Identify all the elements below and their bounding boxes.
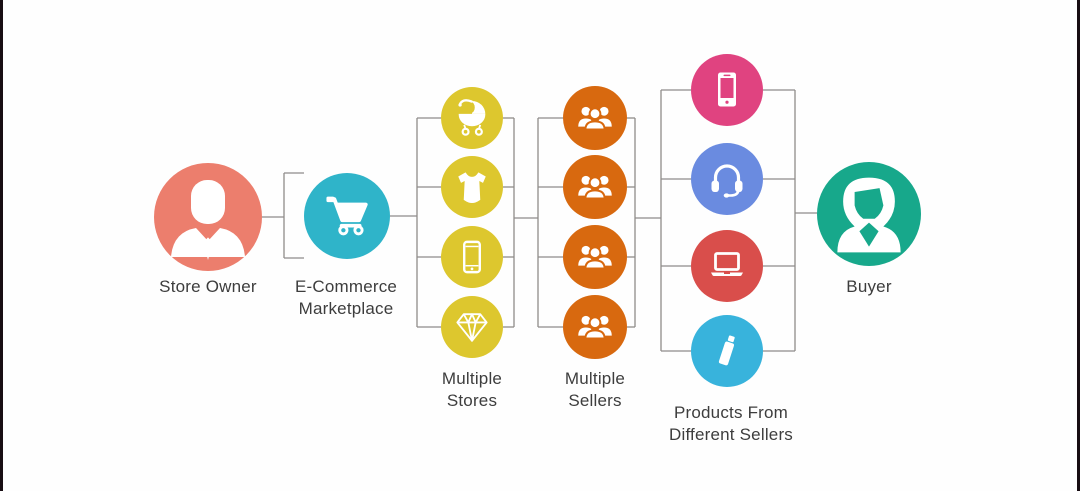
seller-node-4 [563,295,627,359]
male-user-icon [171,180,245,260]
product-node-flash-drive [691,315,763,387]
flash-drive-icon [718,335,735,366]
store-item-electronics [441,226,503,288]
right-frame-edge [1077,0,1080,491]
store-item-baby [441,87,503,149]
sellers-group-icon [578,315,612,340]
left-frame-edge [0,0,3,491]
seller-node-1 [563,86,627,150]
marketplace-label: E-Commerce Marketplace [294,277,398,318]
multiple-sellers-label: Multiple Sellers [564,369,626,410]
store-owner-label: Store Owner [159,277,257,296]
stroller-icon [458,99,486,136]
store-owner-node [154,163,262,271]
sellers-group-icon [578,245,612,270]
smartphone-icon [463,240,481,274]
buyer-node [817,162,921,266]
product-node-laptop [691,230,763,302]
seller-node-2 [563,155,627,219]
product-node-phone [691,54,763,126]
marketplace-node [304,173,390,259]
headset-icon [711,164,743,198]
store-item-jewelry [441,296,503,358]
product-node-headset [691,143,763,215]
female-user-icon [837,177,901,253]
sellers-group-icon [578,106,612,131]
diamond-icon [456,313,488,342]
shopping-cart-icon [326,196,368,236]
smartphone-icon [718,72,736,107]
products-label: Products From Different Sellers [668,403,794,444]
sellers-group-icon [578,175,612,200]
laptop-icon [711,252,743,276]
multiple-stores-label: Multiple Stores [441,369,503,410]
buyer-label: Buyer [846,277,892,296]
tshirt-icon [458,172,486,204]
store-item-apparel [441,156,503,218]
seller-node-3 [563,225,627,289]
